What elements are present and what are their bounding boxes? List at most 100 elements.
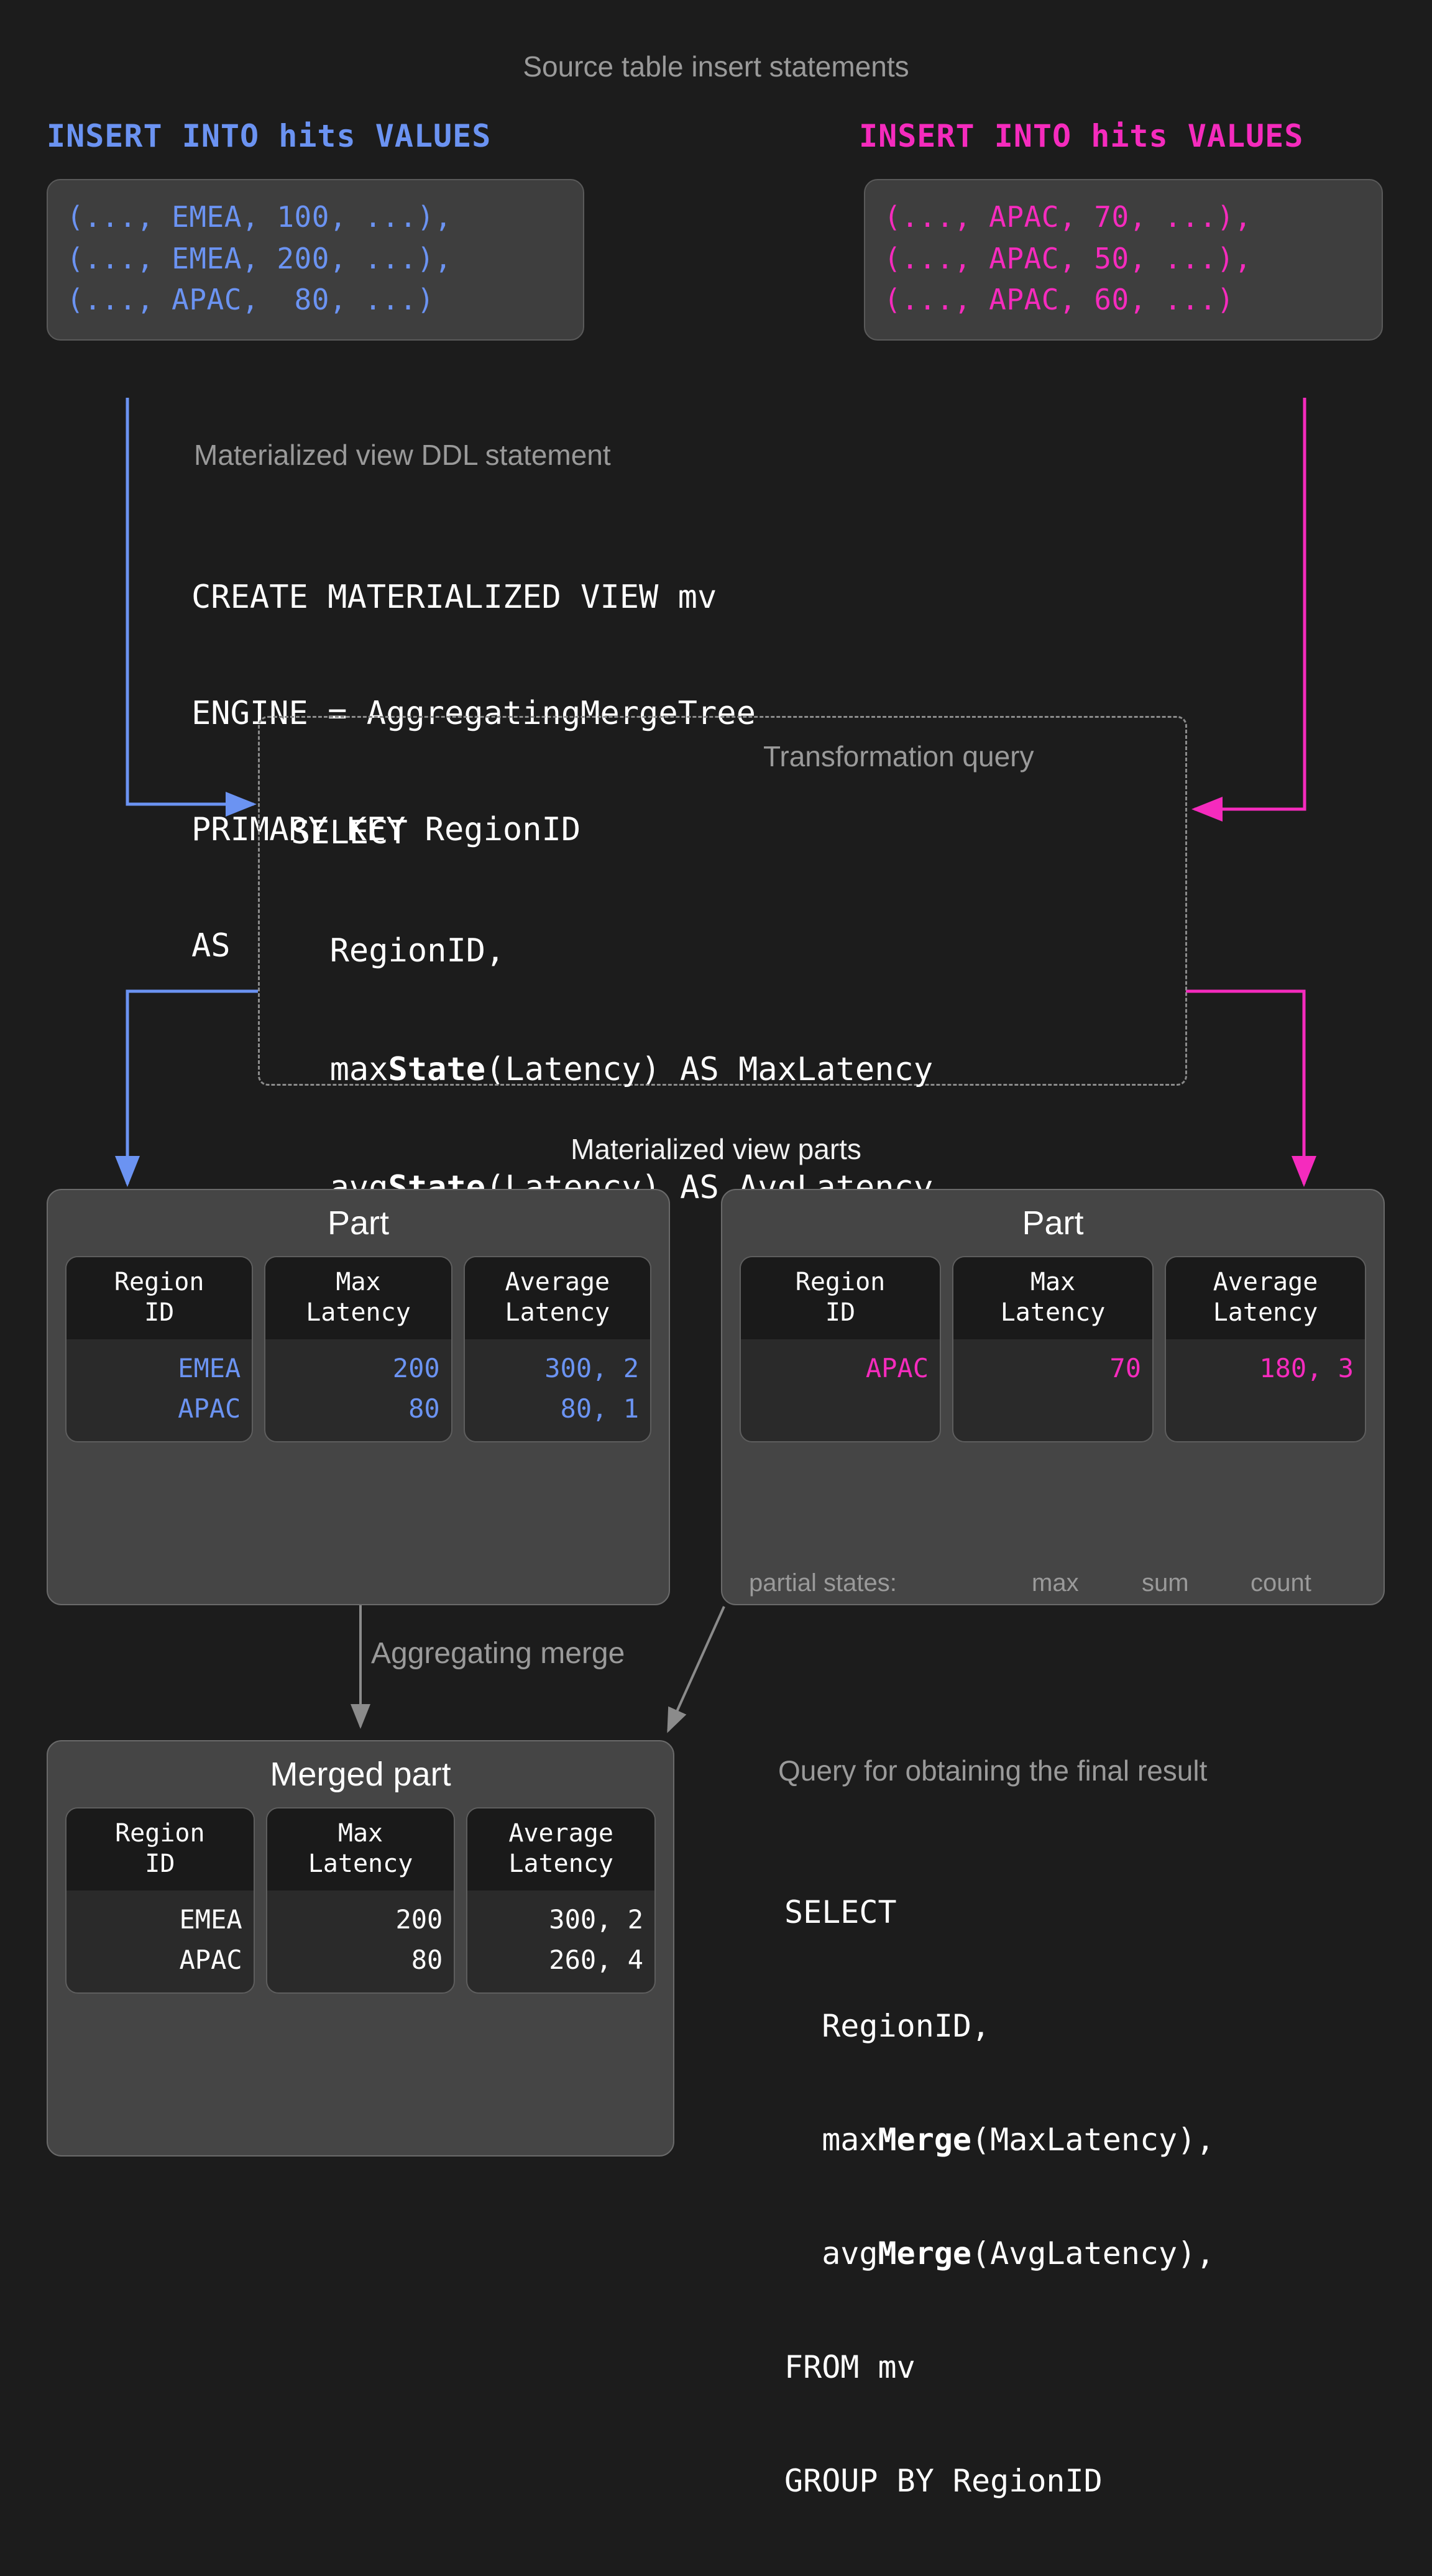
- final-max-prefix: max: [784, 2122, 878, 2158]
- column-header: Max Latency: [267, 1808, 454, 1891]
- column-body: 200 80: [267, 1891, 454, 1992]
- column-body: APAC: [741, 1339, 940, 1441]
- final-query-caption: Query for obtaining the final result: [778, 1754, 1208, 1787]
- right-insert-row: (..., APAC, 50, ...),: [884, 241, 1252, 275]
- query-max-state: State: [388, 1050, 486, 1088]
- column-region-id: Region ID EMEA APAC: [65, 1807, 255, 1994]
- table-cell: APAC: [178, 1393, 241, 1424]
- ddl-line: ENGINE = AggregatingMergeTree: [191, 694, 756, 732]
- right-part-title: Part: [1022, 1204, 1084, 1242]
- table-cell: APAC: [179, 1944, 242, 1975]
- table-cell: APAC: [865, 1352, 929, 1383]
- right-part-columns: Region ID APAC Max Latency 70 Average La…: [740, 1256, 1366, 1442]
- left-insert-header: INSERT INTO hits VALUES: [47, 118, 492, 154]
- column-header: Max Latency: [265, 1257, 451, 1339]
- ddl-line: CREATE MATERIALIZED VIEW mv: [191, 578, 717, 616]
- column-average-latency: Average Latency 180, 3: [1165, 1256, 1366, 1442]
- table-cell: EMEA: [179, 1904, 242, 1935]
- table-cell: 180, 3: [1259, 1352, 1354, 1383]
- final-line-groupby: GROUP BY RegionID: [784, 2463, 1103, 2499]
- column-max-latency: Max Latency 200 80: [265, 1807, 456, 1994]
- table-cell: 80: [408, 1393, 440, 1424]
- partial-states-label: partial states:: [749, 1569, 897, 1597]
- column-body: 300, 2 260, 4: [467, 1891, 654, 1992]
- transformation-query-caption: Transformation query: [763, 740, 1034, 772]
- final-line-maxmerge: maxMerge(MaxLatency),: [784, 2121, 1214, 2159]
- column-header: Average Latency: [1166, 1257, 1365, 1339]
- ddl-line: AS: [191, 927, 231, 965]
- final-query-text: SELECT RegionID, maxMerge(MaxLatency), a…: [784, 1818, 1214, 2576]
- column-body: EMEA APAC: [67, 1339, 252, 1441]
- final-line-avgmerge: avgMerge(AvgLatency),: [784, 2235, 1214, 2273]
- left-part-box: Part Region ID EMEA APAC Max Latency 200…: [47, 1189, 670, 1605]
- right-insert-box: (..., APAC, 70, ...), (..., APAC, 50, ..…: [864, 179, 1383, 341]
- left-insert-row: (..., APAC, 80, ...): [67, 283, 435, 317]
- column-header: Max Latency: [953, 1257, 1152, 1339]
- column-max-latency: Max Latency 200 80: [264, 1256, 452, 1442]
- partial-state-max: max: [1032, 1569, 1079, 1597]
- diagram-canvas: Source table insert statements INSERT IN…: [47, 50, 1385, 2499]
- left-part-columns: Region ID EMEA APAC Max Latency 200 80 A…: [65, 1256, 651, 1442]
- right-part-box: Part Region ID APAC Max Latency 70 Avera…: [721, 1189, 1385, 1605]
- arrow-left-insert-to-query: [126, 398, 257, 817]
- table-cell: 260, 4: [549, 1944, 644, 1975]
- aggregating-merge-label: Aggregating merge: [371, 1637, 625, 1670]
- partial-state-sum: sum: [1142, 1569, 1189, 1597]
- right-insert-row: (..., APAC, 60, ...): [884, 283, 1234, 317]
- column-body: EMEA APAC: [67, 1891, 254, 1992]
- mv-parts-caption: Materialized view parts: [571, 1133, 861, 1165]
- table-cell: EMEA: [178, 1352, 241, 1383]
- left-insert-row: (..., EMEA, 200, ...),: [67, 241, 452, 275]
- transformation-query-box: [258, 716, 1187, 1086]
- left-insert-row: (..., EMEA, 100, ...),: [67, 200, 452, 234]
- column-header: Region ID: [67, 1808, 254, 1891]
- arrow-right-insert-to-query: [1191, 398, 1306, 822]
- query-max-suffix: (Latency) AS MaxLatency: [485, 1050, 934, 1088]
- table-cell: 200: [395, 1904, 443, 1935]
- column-max-latency: Max Latency 70: [952, 1256, 1154, 1442]
- table-cell: 80: [411, 1944, 443, 1975]
- column-body: 180, 3: [1166, 1339, 1365, 1441]
- arrow-right-part-to-merged: [667, 1606, 725, 1733]
- right-insert-row: (..., APAC, 70, ...),: [884, 200, 1252, 234]
- column-region-id: Region ID EMEA APAC: [65, 1256, 254, 1442]
- final-avg-suffix: (AvgLatency),: [971, 2235, 1215, 2271]
- final-max-suffix: (MaxLatency),: [971, 2122, 1215, 2158]
- left-insert-box: (..., EMEA, 100, ...), (..., EMEA, 200, …: [47, 179, 584, 341]
- ddl-caption: Materialized view DDL statement: [194, 439, 611, 471]
- table-cell: 70: [1109, 1352, 1141, 1383]
- partial-state-count: count: [1251, 1569, 1311, 1597]
- query-line-regionid: RegionID,: [291, 932, 505, 970]
- column-region-id: Region ID APAC: [740, 1256, 941, 1442]
- ddl-statement: CREATE MATERIALIZED VIEW mv ENGINE = Agg…: [191, 500, 756, 1043]
- column-body: 200 80: [265, 1339, 451, 1441]
- ddl-line: PRIMARY KEY RegionID: [191, 811, 581, 849]
- column-body: 300, 2 80, 1: [465, 1339, 650, 1441]
- arrow-query-to-right-part: [1186, 989, 1316, 1187]
- final-line-regionid: RegionID,: [784, 2008, 991, 2044]
- query-line-select: SELECT: [291, 814, 408, 851]
- column-average-latency: Average Latency 300, 2 260, 4: [466, 1807, 656, 1994]
- left-part-title: Part: [327, 1204, 390, 1242]
- right-insert-header: INSERT INTO hits VALUES: [859, 118, 1304, 154]
- merged-part-columns: Region ID EMEA APAC Max Latency 200 80 A…: [65, 1807, 656, 1994]
- column-header: Average Latency: [464, 1257, 650, 1339]
- final-avg-prefix: avg: [784, 2235, 878, 2271]
- connector-arrows: [115, 398, 1316, 1733]
- table-cell: 300, 2: [544, 1352, 639, 1383]
- column-header: Average Latency: [467, 1808, 655, 1891]
- table-cell: 200: [392, 1352, 440, 1383]
- query-max-prefix: max: [291, 1050, 388, 1088]
- final-line-select: SELECT: [784, 1894, 897, 1930]
- table-cell: 80, 1: [560, 1393, 639, 1424]
- arrow-query-to-left-part: [115, 989, 258, 1187]
- table-cell-spacer: [965, 1388, 1141, 1429]
- merged-part-box: Merged part Region ID EMEA APAC Max Late…: [47, 1740, 674, 2157]
- column-body: 70: [953, 1339, 1152, 1441]
- final-max-merge: Merge: [878, 2122, 972, 2158]
- table-cell-spacer: [752, 1388, 929, 1429]
- merged-part-title: Merged part: [270, 1756, 451, 1793]
- final-avg-merge: Merge: [878, 2235, 972, 2271]
- column-average-latency: Average Latency 300, 2 80, 1: [463, 1256, 651, 1442]
- table-cell: 300, 2: [549, 1904, 644, 1935]
